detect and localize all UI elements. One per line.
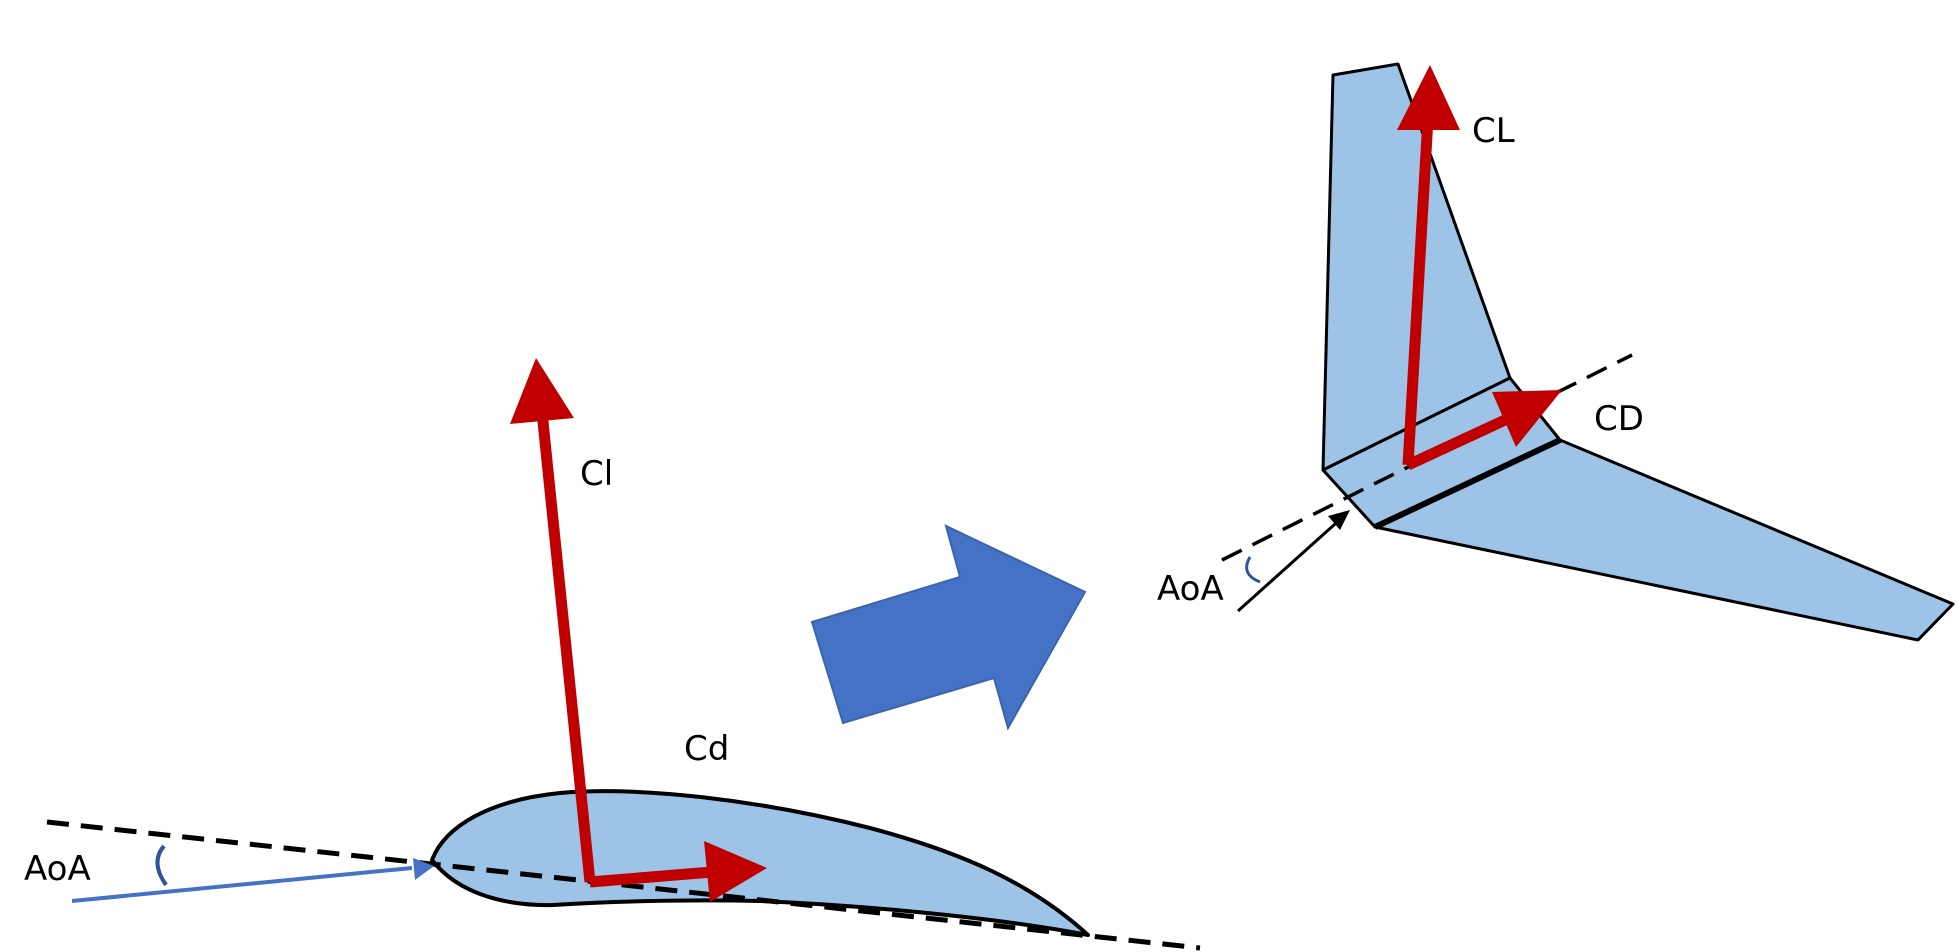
freestream-arrowhead: [413, 858, 434, 880]
wing-freestream-arrowhead: [1328, 510, 1350, 530]
freestream-flow-arrow: [71, 866, 413, 903]
drag-vector-2d: [589, 866, 713, 888]
lift-vector-2d: [536, 411, 596, 883]
lift-arrowhead-3d: [1397, 65, 1460, 130]
lift-label-2d: Cl: [580, 454, 613, 494]
drag-label-3d: CD: [1594, 399, 1644, 439]
wing-3d-section: AoA CL CD: [1157, 62, 1955, 642]
drag-vector-3d: [1405, 409, 1521, 470]
aoa-angle-arc: [155, 844, 168, 887]
lift-arrowhead-2d: [510, 358, 574, 424]
airfoil-profile: [430, 789, 1090, 937]
aoa-label-3d: AoA: [1157, 569, 1224, 609]
airfoil-2d-section: AoA Cl Cd: [24, 358, 1201, 951]
lift-label-3d: CL: [1472, 111, 1515, 151]
drag-label-2d: Cd: [684, 729, 729, 769]
lift-vector-3d: [1402, 117, 1434, 466]
wing-aoa-angle-arc: [1245, 556, 1261, 584]
aoa-label-2d: AoA: [24, 849, 91, 889]
transition-arrow: [810, 524, 1087, 731]
wing-root-leading-edge: [1373, 437, 1562, 530]
wing-chord-line: [1221, 353, 1633, 562]
drag-arrowhead-2d: [704, 841, 767, 902]
chord-line: [46, 819, 1201, 951]
wing-freestream-arrow: [1236, 522, 1337, 613]
drag-arrowhead-3d: [1492, 390, 1562, 447]
